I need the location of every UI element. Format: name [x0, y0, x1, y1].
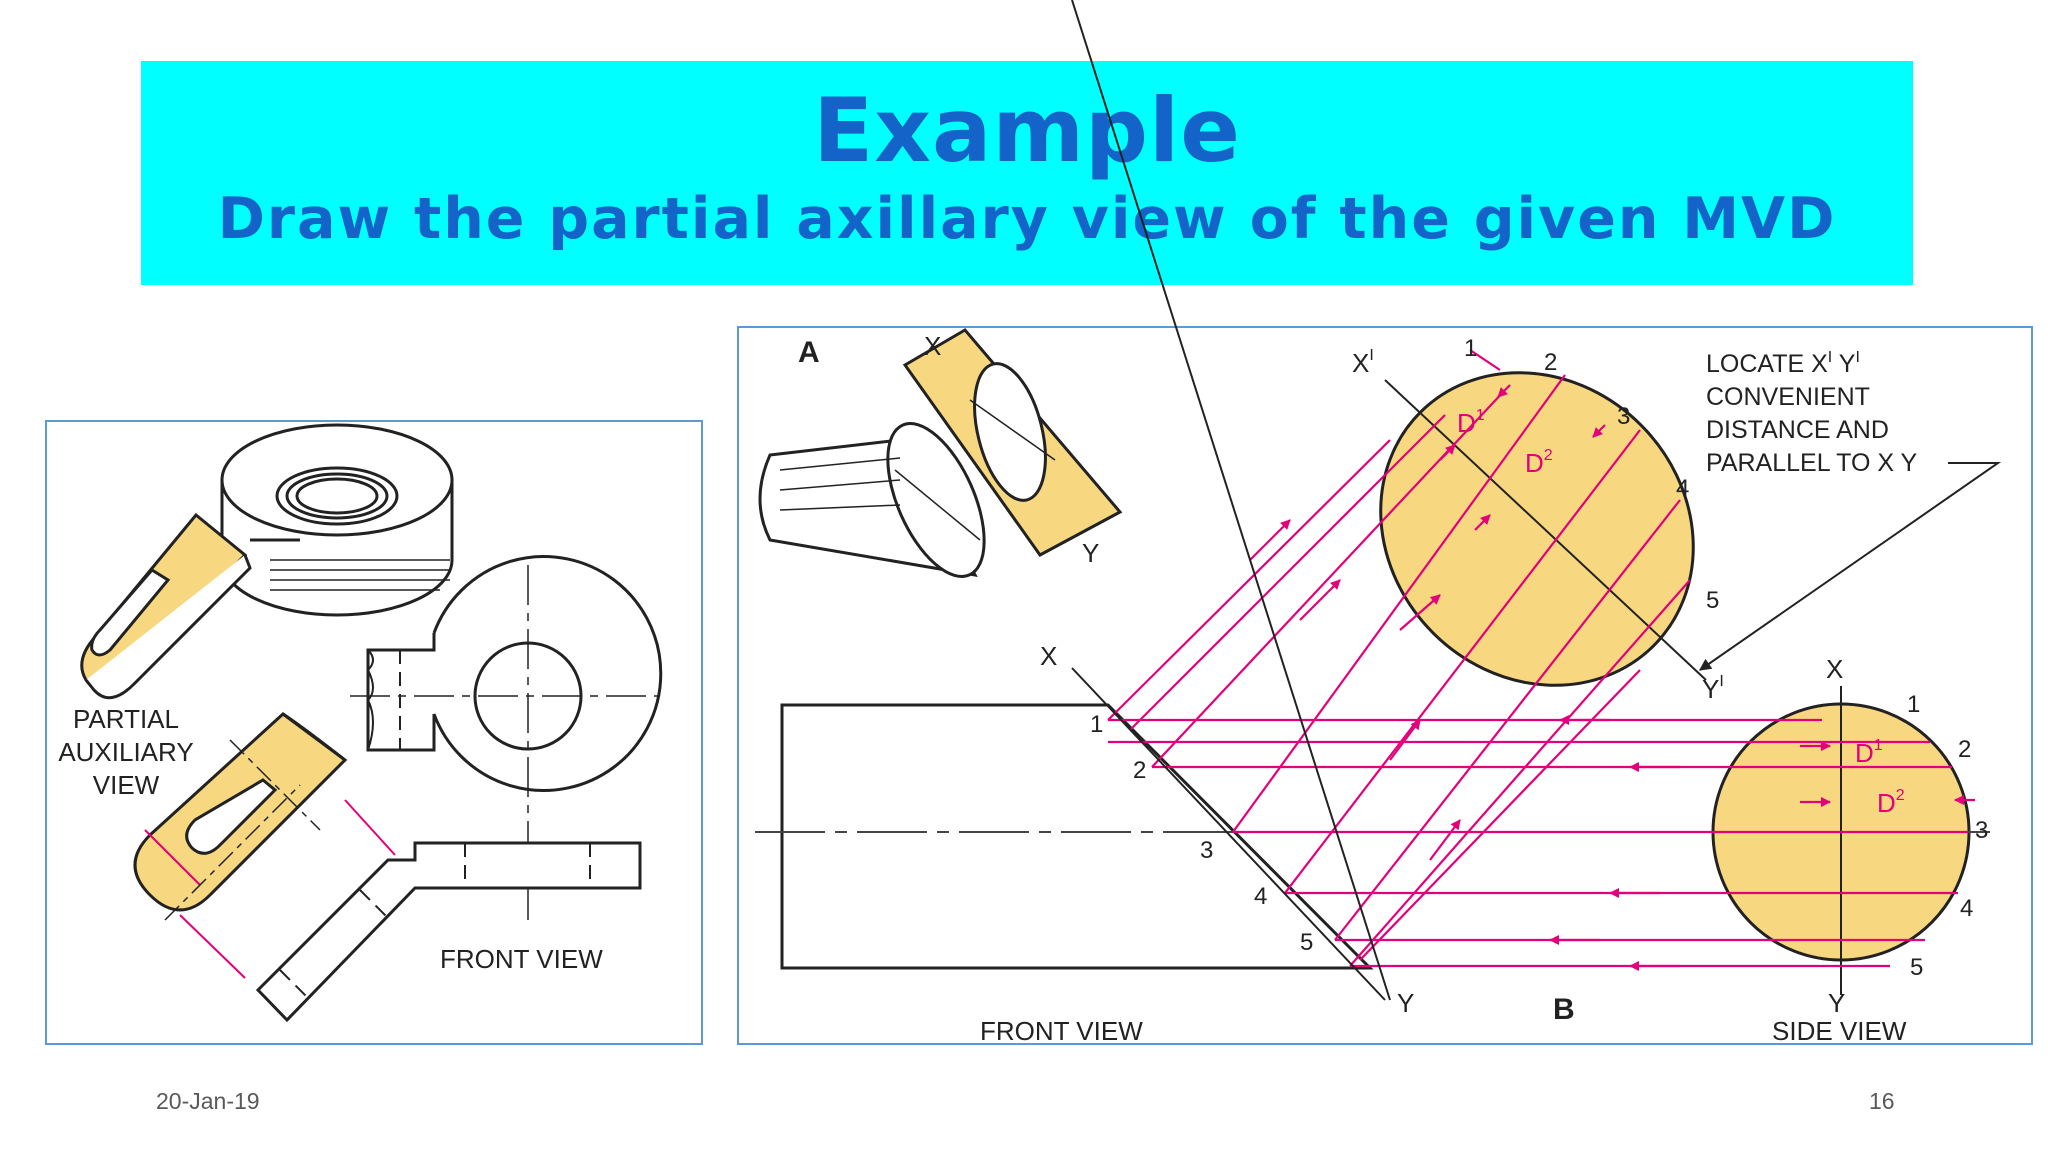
aux-point-5: 5 [1706, 587, 1719, 614]
right-front-view-label: FRONT VIEW [980, 1016, 1143, 1046]
d2-circle: D [1877, 788, 1896, 818]
d2-ellipse: D [1525, 448, 1544, 478]
partial-auxiliary-view [133, 712, 396, 979]
aux-point-4: 4 [1676, 475, 1689, 502]
top-view [350, 555, 663, 920]
auxiliary-ellipse [1379, 371, 1707, 687]
label-a-y: Y [1082, 538, 1099, 568]
note-line3: DISTANCE AND [1706, 416, 1889, 444]
svg-text:D1: D1 [1855, 737, 1883, 768]
sv-point-5: 5 [1910, 954, 1923, 981]
svg-text:D2: D2 [1877, 787, 1905, 818]
label-a: A [798, 336, 820, 369]
locate-note: LOCATE XI YI CONVENIENT DISTANCE AND PAR… [1699, 349, 2002, 671]
svg-text:D1: D1 [1457, 407, 1485, 438]
svg-text:D2: D2 [1525, 447, 1553, 478]
sv-x: X [1826, 654, 1843, 684]
partial-aux-label: PARTIAL AUXILIARY VIEW [58, 704, 193, 800]
sv-point-1: 1 [1907, 691, 1920, 718]
footer-date: 20-Jan-19 [156, 1088, 260, 1114]
aux-point-3: 3 [1617, 403, 1630, 430]
partial-aux-label-line3: VIEW [93, 770, 160, 800]
label-a-x: X [924, 331, 941, 361]
reference-lines [1071, 0, 1391, 1001]
partial-aux-label-line1: PARTIAL [73, 704, 179, 734]
title-banner: Example Draw the partial axillary view o… [141, 61, 1913, 285]
point-numbers: 1 2 3 4 5 1 2 3 4 5 1 2 3 4 5 [1090, 335, 1988, 981]
projection-lines [1107, 349, 1968, 968]
fv-point-1: 1 [1090, 711, 1103, 738]
fv-point-4: 4 [1254, 883, 1267, 910]
fv-point-3: 3 [1200, 837, 1213, 864]
projection-arrows [1249, 384, 1975, 971]
aux-x-prime: XI [1352, 347, 1374, 378]
note-line2: CONVENIENT [1706, 383, 1870, 411]
label-b: B [1553, 993, 1575, 1026]
sv-point-2: 2 [1958, 736, 1971, 763]
left-figure: PARTIAL AUXILIARY VIEW FRONT VIEW [45, 420, 703, 1045]
slide-subtitle: Draw the partial axillary view of the gi… [217, 186, 1837, 252]
side-view-label: SIDE VIEW [1772, 1016, 1907, 1046]
aux-point-1: 1 [1464, 335, 1477, 362]
sv-y: Y [1828, 988, 1845, 1018]
fv-point-2: 2 [1133, 757, 1146, 784]
partial-aux-label-line2: AUXILIARY [58, 737, 193, 767]
slide-title: Example [813, 79, 1241, 182]
sv-point-3: 3 [1975, 817, 1988, 844]
front-view-left [255, 841, 642, 1023]
fv-x: X [1040, 641, 1057, 671]
d-labels: D1 D2 D1 D2 [1457, 407, 1905, 818]
fv-y: Y [1397, 988, 1414, 1018]
aux-y-prime: YI [1702, 673, 1724, 704]
pictorial-a [758, 328, 1123, 578]
isometric-view [80, 423, 454, 700]
note-line1: LOCATE XI YI [1706, 349, 1860, 378]
right-figure: A X Y [737, 0, 2033, 1046]
note-line4: PARALLEL TO X Y [1706, 449, 1918, 477]
left-front-view-label: FRONT VIEW [440, 944, 603, 974]
xy-labels: X Y XI YI X Y [1040, 347, 1845, 1018]
fv-point-5: 5 [1300, 929, 1313, 956]
aux-point-2: 2 [1544, 349, 1557, 376]
footer-page-number: 16 [1869, 1088, 1895, 1114]
d1-ellipse: D [1457, 408, 1476, 438]
d1-circle: D [1855, 738, 1874, 768]
sv-point-4: 4 [1960, 895, 1973, 922]
